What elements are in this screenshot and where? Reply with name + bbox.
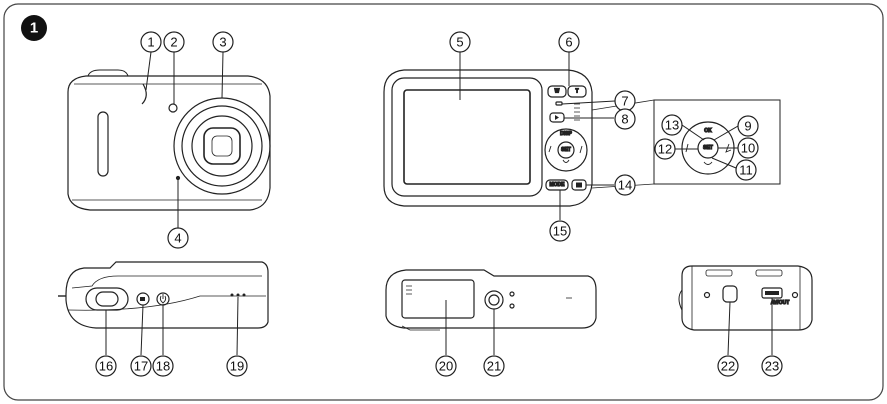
callout-2: 2 — [163, 31, 185, 53]
dpad-detail-inset: SET OK — [591, 99, 781, 189]
svg-text:15: 15 — [553, 224, 567, 239]
callout-14: 14 — [614, 174, 636, 196]
svg-text:11: 11 — [739, 163, 753, 178]
svg-text:1: 1 — [30, 20, 38, 37]
svg-text:19: 19 — [230, 359, 244, 374]
zoom-wide-button — [547, 85, 567, 98]
callout-10: 10 — [737, 137, 759, 159]
callout-12: 12 — [654, 138, 676, 160]
callout-6: 6 — [558, 31, 580, 53]
svg-text:W: W — [555, 89, 560, 95]
callout-9: 9 — [737, 115, 759, 137]
callout-16: 16 — [95, 355, 117, 377]
callout-5: 5 — [449, 31, 471, 53]
callout-19: 19 — [226, 355, 248, 377]
callout-3: 3 — [212, 31, 234, 53]
svg-text:12: 12 — [658, 142, 672, 157]
zoom-tele-button — [567, 85, 587, 98]
callout-13: 13 — [661, 114, 683, 136]
svg-text:10: 10 — [741, 141, 755, 156]
camera-back-view: W T SET DISP MODE — [383, 69, 593, 207]
four-way-pad — [544, 128, 588, 172]
callout-20: 20 — [435, 355, 457, 377]
svg-text:16: 16 — [99, 359, 113, 374]
svg-text:MODE: MODE — [550, 182, 566, 188]
svg-text:23: 23 — [765, 359, 779, 374]
svg-text:21: 21 — [487, 359, 501, 374]
flash-window — [141, 83, 147, 105]
svg-text:DISP: DISP — [560, 131, 572, 137]
front-grip — [97, 111, 109, 177]
svg-text:13: 13 — [665, 118, 679, 133]
svg-text:AV/OUT: AV/OUT — [771, 300, 790, 306]
camera-bottom-view — [385, 269, 597, 331]
svg-text:T: T — [575, 89, 578, 95]
svg-text:8: 8 — [621, 112, 628, 127]
svg-text:6: 6 — [565, 35, 572, 50]
callout-21: 21 — [483, 355, 505, 377]
microphone — [175, 175, 181, 181]
callout-4: 4 — [167, 227, 189, 249]
svg-text:20: 20 — [439, 359, 453, 374]
svg-text:4: 4 — [174, 231, 181, 246]
callout-17: 17 — [130, 355, 152, 377]
svg-text:OK: OK — [704, 128, 712, 134]
callout-1: 1 — [140, 31, 162, 53]
svg-text:18: 18 — [156, 359, 170, 374]
svg-text:2: 2 — [170, 35, 177, 50]
svg-text:9: 9 — [744, 119, 751, 134]
shutter-button — [85, 287, 129, 311]
svg-text:22: 22 — [721, 359, 735, 374]
svg-text:SET: SET — [561, 147, 571, 153]
leader-lines — [105, 51, 773, 356]
battery-door — [401, 279, 475, 319]
svg-text:5: 5 — [456, 35, 463, 50]
camera-top-view — [58, 261, 269, 329]
camera-front-view — [67, 69, 271, 211]
callout-7: 7 — [614, 90, 636, 112]
af-lamp — [168, 103, 178, 113]
lens-glass — [203, 127, 241, 165]
figure-badge: 1 — [21, 15, 47, 41]
mode-button — [545, 179, 569, 191]
callout-15: 15 — [549, 220, 571, 242]
svg-text:17: 17 — [134, 359, 148, 374]
callout-18: 18 — [152, 355, 174, 377]
callout-11: 11 — [735, 159, 757, 181]
svg-text:14: 14 — [618, 178, 632, 193]
svg-text:1: 1 — [147, 35, 154, 50]
callout-22: 22 — [717, 355, 739, 377]
callout-markers: 1 2 3 4 5 6 7 8 9 10 11 12 13 14 15 16 1… — [95, 31, 783, 377]
callout-8: 8 — [614, 108, 636, 130]
svg-text:7: 7 — [621, 94, 628, 109]
callout-23: 23 — [761, 355, 783, 377]
lcd-screen — [403, 89, 531, 185]
svg-text:SET: SET — [703, 145, 713, 151]
svg-text:3: 3 — [219, 35, 226, 50]
camera-side-view: AV/OUT — [678, 265, 813, 331]
